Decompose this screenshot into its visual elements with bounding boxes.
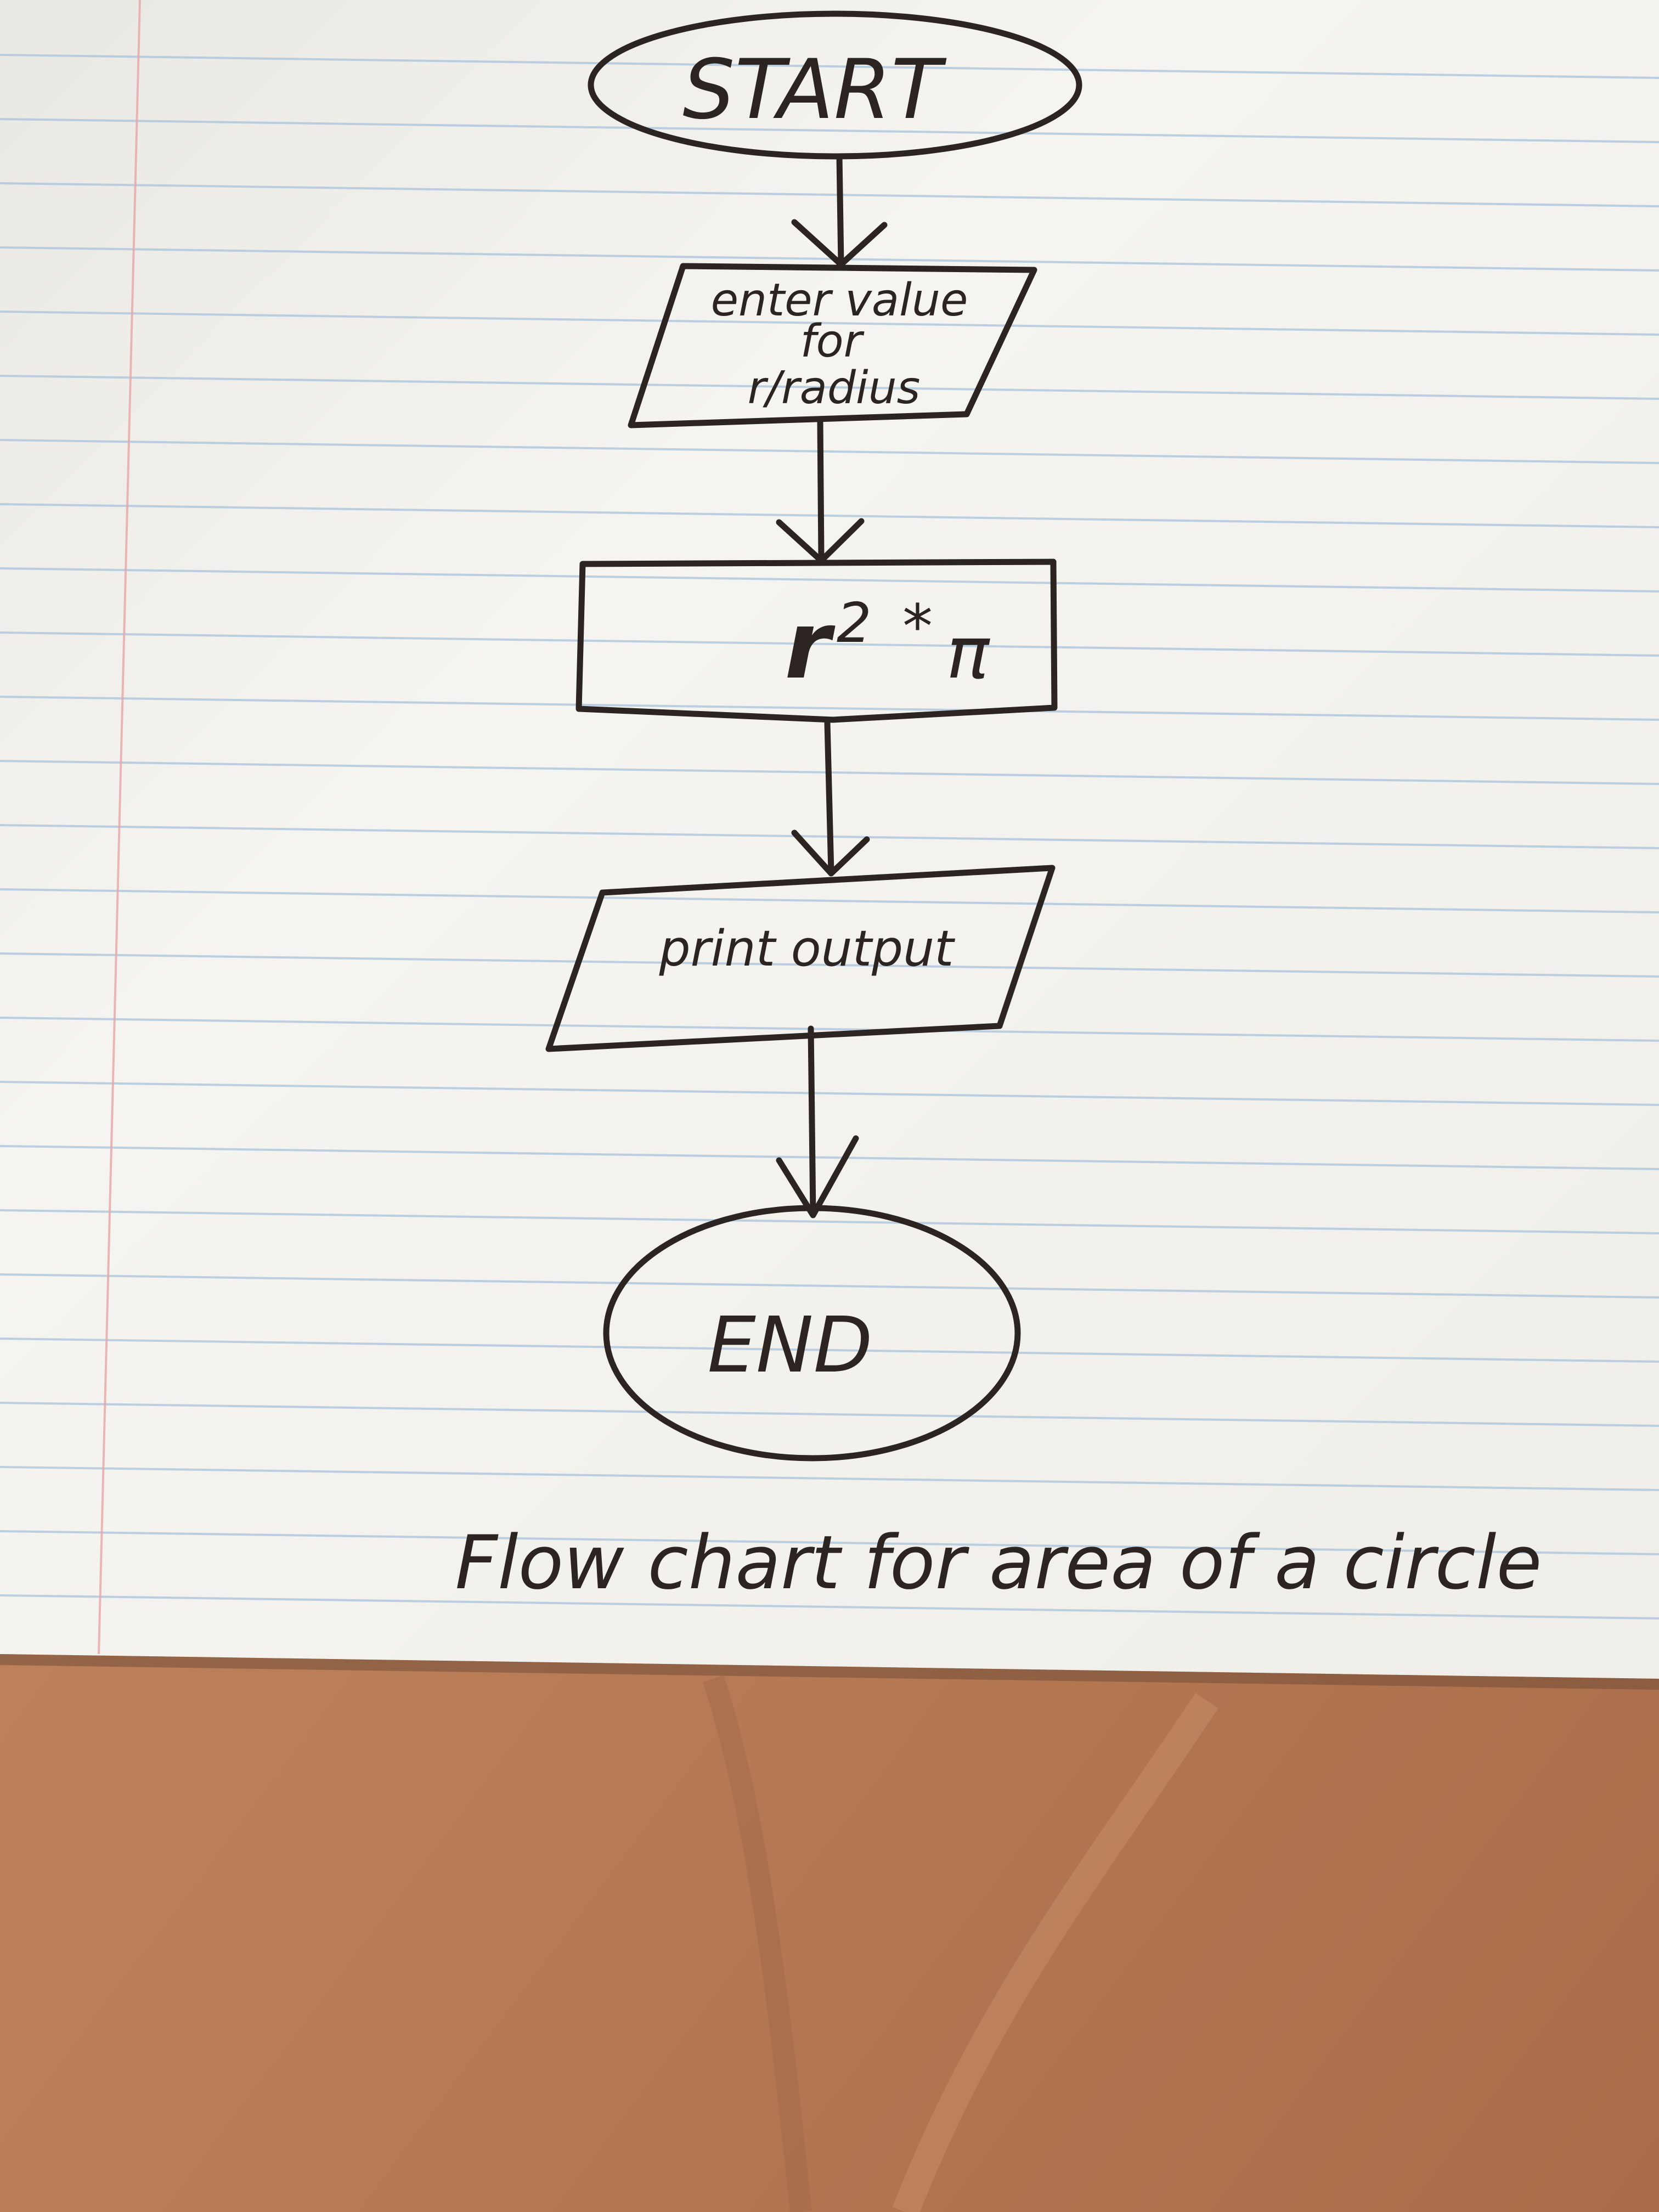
end-terminator	[603, 1205, 1021, 1462]
ruled-line	[0, 1209, 1659, 1234]
start-label: START	[682, 42, 947, 138]
ruled-line	[0, 567, 1659, 592]
ruled-line	[0, 888, 1659, 913]
ruled-line	[0, 375, 1659, 400]
fabric-fold	[703, 1675, 812, 2212]
ruled-line	[0, 118, 1659, 143]
ruled-line	[0, 1145, 1659, 1170]
ruled-line	[0, 246, 1659, 272]
ruled-line	[0, 1081, 1659, 1106]
ruled-line	[0, 1530, 1659, 1555]
output-parallelogram	[545, 865, 1056, 1052]
flowchart	[545, 10, 1082, 1462]
ruled-line	[0, 1017, 1659, 1042]
ruled-line	[0, 1273, 1659, 1299]
arrow-process-to-output	[791, 720, 870, 877]
arrow-output-to-end	[776, 1025, 859, 1218]
process-rectangle	[575, 558, 1058, 723]
fabric-fold	[892, 1693, 1218, 2212]
output-label: print output	[659, 920, 956, 978]
ruled-line	[0, 1402, 1659, 1427]
ruled-line	[0, 1338, 1659, 1363]
process-label-exponent: 2	[837, 591, 872, 655]
ruled-line	[0, 311, 1659, 336]
arrow-start-to-input	[791, 153, 888, 268]
ruled-line	[0, 54, 1659, 79]
input-label-line-2: for	[800, 315, 865, 368]
end-label: END	[708, 1301, 873, 1390]
ruled-line	[0, 1466, 1659, 1491]
input-parallelogram	[628, 263, 1037, 428]
ruled-lines	[0, 54, 1659, 1620]
ruled-line	[0, 503, 1659, 528]
ruled-line	[0, 439, 1659, 464]
diagram-caption: Flow chart for area of a circle	[455, 1520, 1542, 1606]
page-shadow	[0, 1654, 1659, 1690]
ruled-line	[0, 631, 1659, 657]
process-label-r: r	[785, 591, 836, 700]
ruled-line	[0, 182, 1659, 207]
ruled-line	[0, 952, 1659, 978]
process-label-pi: π	[946, 611, 990, 695]
ruled-line	[0, 1594, 1659, 1620]
ruled-line	[0, 696, 1659, 721]
process-label-times: *	[902, 591, 933, 662]
input-label-line-3: r/radius	[748, 362, 921, 414]
margin-line	[98, 0, 141, 1655]
start-terminator	[588, 10, 1082, 160]
input-label-line-1: enter value	[711, 274, 968, 326]
